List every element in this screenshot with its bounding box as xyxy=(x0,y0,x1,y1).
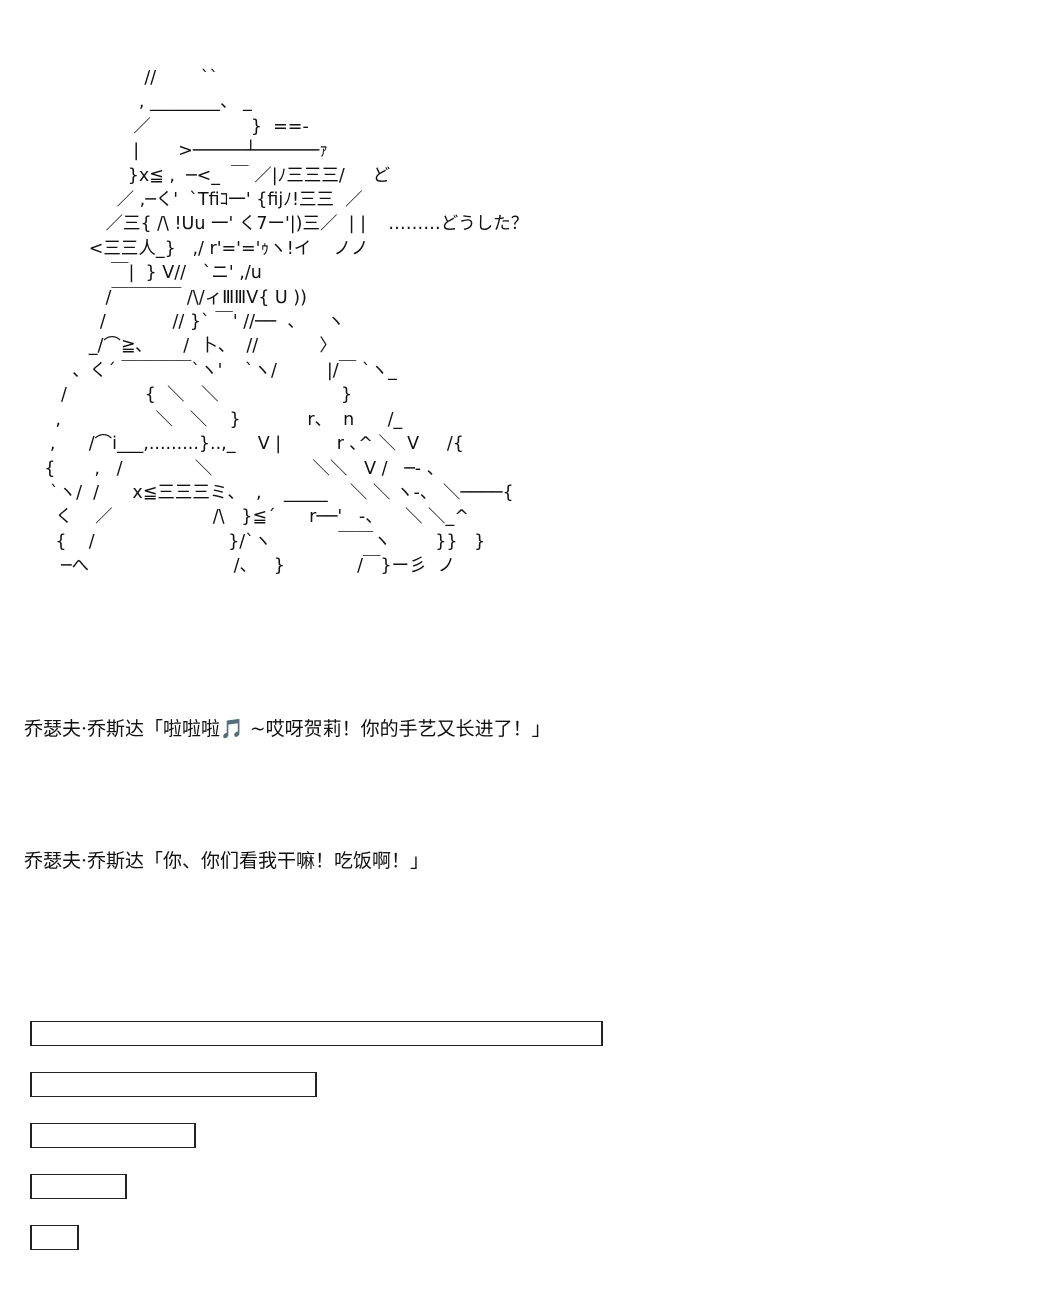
decorative-bar-stack xyxy=(30,1021,603,1276)
ascii-art-line: ￣| } V// `ニ' ,/u xyxy=(22,263,262,284)
ascii-art-line: 、く´ ￣￣￣￣`ヽ' `ヽ/ |/￣ `ヽ_ xyxy=(22,360,397,381)
ascii-art-line: | >─────┴──────ｧ xyxy=(22,141,328,162)
ascii-art-line: }x≦ , ─<_ ￣ ／|ﾉ三三三/ ど xyxy=(22,165,391,186)
decorative-bar xyxy=(30,1021,603,1046)
ascii-art-line: ／ } ==- xyxy=(22,116,309,137)
ascii-art-line: // `` xyxy=(22,68,219,88)
ascii-art-line: /￣￣￣￣ /\/ィⅢⅢV{ U )) xyxy=(22,287,307,308)
ascii-art-line: ─へ /、 } /￣}ー彡 ノ xyxy=(22,556,456,577)
ascii-art-line: { , / ＼ ＼＼ V / ─- 、 xyxy=(22,458,445,479)
dialogue-line-2: 乔瑟夫·乔斯达「你、你们看我干嘛！吃饭啊！」 xyxy=(24,850,430,872)
ascii-art-line: ／ ,─く' `Tfiｺ一' {fijﾉ!三三 ／ xyxy=(22,190,363,211)
decorative-bar xyxy=(30,1174,127,1199)
ascii-art-line: `ヽ/ / x≦三三三ミ、 , _____ ＼ ＼ ヽ-、 ＼────{ xyxy=(22,482,514,503)
decorative-bar xyxy=(30,1225,79,1250)
decorative-bar xyxy=(30,1123,196,1148)
dialogue-line-1: 乔瑟夫·乔斯达「啦啦啦🎵 ~哎呀贺莉！你的手艺又长进了！」 xyxy=(24,718,551,740)
ascii-art-line: ／三{ /\ !Uu 一' く7ー'|)三／ | | ………どうした？ xyxy=(22,214,529,235)
ascii-art-line: <三三人_} ,/ r'='='ｩヽ!イ ノノ xyxy=(22,238,369,259)
ascii-art-line: / // }` ￣' //── 、 ヽ xyxy=(22,312,345,333)
decorative-bar xyxy=(30,1072,317,1097)
ascii-art-line: , ＼ ＼ } r、 n /_ xyxy=(22,409,403,430)
ascii-art-line: / { ＼ ＼ } xyxy=(22,385,353,406)
ascii-art-line: , /⌒i___,.........}..,_ V | r ､^ ＼ V /{ xyxy=(22,434,464,455)
ascii-art-line: _/⌒≧､ / 卜、 // 〉 xyxy=(22,336,337,357)
ascii-art-illustration: // `` , ________、 _ ／ } ==- | >─────┴───… xyxy=(22,66,528,579)
ascii-art-line: , ________、 _ xyxy=(22,92,252,113)
ascii-art-line: く ／ /\ }≦´ r──' -、 ＼ ＼_^ xyxy=(22,507,469,528)
ascii-art-line: { / }/`ヽ ￣￣ヽ }} } xyxy=(22,531,486,552)
